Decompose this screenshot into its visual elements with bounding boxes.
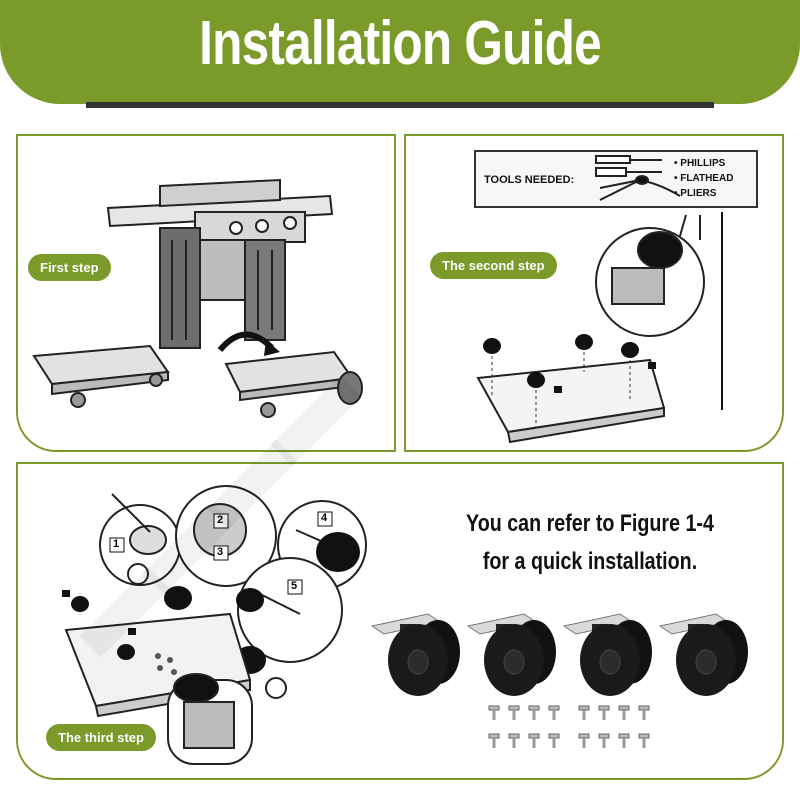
screw xyxy=(488,733,500,748)
caster-wheel xyxy=(658,613,748,696)
screw xyxy=(548,705,560,720)
step-badge-first: First step xyxy=(28,254,111,281)
tool-phillips: • PHILLIPS xyxy=(674,158,726,169)
screw xyxy=(548,733,560,748)
callout-3: 3 xyxy=(217,546,224,558)
screw xyxy=(488,705,500,720)
screw xyxy=(598,705,610,720)
caster-wheel xyxy=(370,613,460,696)
screw xyxy=(618,733,630,748)
header-banner xyxy=(0,0,800,104)
refer-text-line1: You can refer to Figure 1-4 xyxy=(466,510,714,537)
screw xyxy=(578,705,590,720)
screw xyxy=(508,733,520,748)
callout-2: 2 xyxy=(217,514,224,526)
screw xyxy=(528,705,540,720)
screw xyxy=(528,733,540,748)
screw xyxy=(508,705,520,720)
screw xyxy=(578,733,590,748)
banner-underline xyxy=(86,102,714,108)
tools-needed-label: TOOLS NEEDED: xyxy=(484,174,575,186)
refer-text-line2: for a quick installation. xyxy=(482,548,698,575)
screw xyxy=(638,705,650,720)
tool-flathead: • FLATHEAD xyxy=(674,173,734,184)
callout-5: 5 xyxy=(291,580,298,592)
step-badge-third: The third step xyxy=(46,724,156,751)
caster-wheel xyxy=(466,613,556,696)
screw xyxy=(598,733,610,748)
tool-pliers: • PLIERS xyxy=(674,188,717,199)
callout-4: 4 xyxy=(321,512,328,524)
page-title: Installation Guide xyxy=(199,9,602,78)
screw xyxy=(638,733,650,748)
step-badge-second: The second step xyxy=(430,252,557,279)
screw xyxy=(618,705,630,720)
callout-1: 1 xyxy=(113,538,120,550)
refer-text: You can refer to Figure 1-4 for a quick … xyxy=(434,505,746,581)
caster-wheel xyxy=(562,613,652,696)
